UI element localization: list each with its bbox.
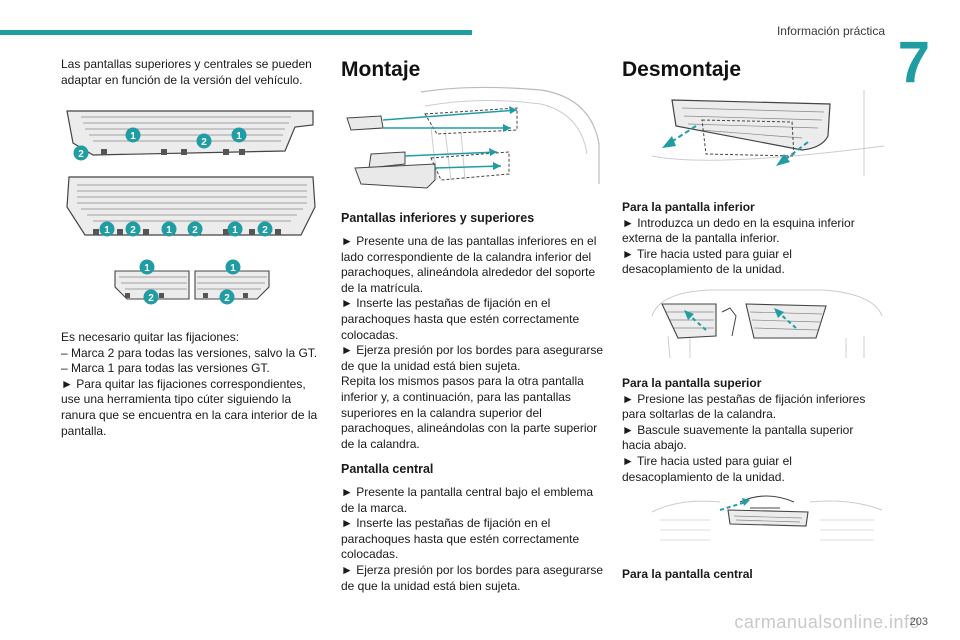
marker-1: 1 xyxy=(236,131,242,142)
instruction-line: ► Para quitar las fijaciones correspondi… xyxy=(61,376,318,438)
heading-desmontaje: Desmontaje xyxy=(622,58,742,81)
instruction-line: ► Presente una de las pantallas inferior… xyxy=(341,234,597,295)
header-accent-bar xyxy=(0,30,472,35)
marker-2: 2 xyxy=(224,293,230,304)
mounting-illustration xyxy=(341,84,603,194)
upper-screen-removal-text: Para la pantalla superior ► Presione las… xyxy=(622,376,884,485)
marker-1: 1 xyxy=(104,225,110,236)
instruction-line: ► Ejerza presión por los bordes para ase… xyxy=(341,562,604,593)
page-number: 203 xyxy=(909,616,928,628)
instruction-line: – Marca 2 para todas las versiones, salv… xyxy=(61,345,318,360)
instruction-line: – Marca 1 para todas las versiones GT. xyxy=(61,361,270,376)
section-title: Información práctica xyxy=(776,24,885,38)
central-screen-removal-illustration xyxy=(650,490,884,556)
watermark: carmanualsonline.info xyxy=(734,612,920,632)
marker-1: 1 xyxy=(230,263,236,274)
instruction-line: ► Presione las pestañas de fijación infe… xyxy=(622,391,866,422)
instruction-line: ► Introduzca un dedo en la esquina infer… xyxy=(622,215,855,246)
chapter-number: 7 xyxy=(897,30,930,95)
marker-2: 2 xyxy=(262,225,268,236)
instruction-line: Repita los mismos pasos para la otra pan… xyxy=(341,374,598,451)
marker-2: 2 xyxy=(192,225,198,236)
lower-screen-removal-text: Para la pantalla inferior ► Introduzca u… xyxy=(622,200,884,278)
marker-2: 2 xyxy=(148,293,154,304)
marker-2: 2 xyxy=(130,225,136,236)
central-screen-removal-text: Para la pantalla central xyxy=(622,567,884,583)
marker-2: 2 xyxy=(78,149,84,160)
subheading-lower-upper-screens: Pantallas inferiores y superiores xyxy=(341,211,535,225)
lower-upper-screens-text: ► Presente una de las pantallas inferior… xyxy=(341,234,603,452)
marker-1: 1 xyxy=(144,263,150,274)
intro-text: Las pantallas superiores y centrales se … xyxy=(61,57,312,87)
fixation-illustration: 1 2 1 2 1 2 1 2 1 2 1 1 2 2 xyxy=(63,103,321,308)
instruction-line: ► Tire hacia usted para guiar el desacop… xyxy=(622,453,792,484)
instruction-line: Es necesario quitar las fijaciones: xyxy=(61,330,240,344)
step-label: Para la pantalla inferior xyxy=(622,200,755,214)
instruction-line: ► Presente la pantalla central bajo el e… xyxy=(341,485,594,515)
instruction-line: ► Tire hacia usted para guiar el desacop… xyxy=(622,246,792,277)
instruction-line: ► Ejerza presión por los bordes para ase… xyxy=(341,343,604,373)
instruction-line: ► Inserte las pestañas de fijación en el… xyxy=(341,296,580,342)
subheading-central-screen: Pantalla central xyxy=(341,462,434,476)
step-label: Para la pantalla central xyxy=(622,567,753,581)
marker-1: 1 xyxy=(166,225,172,236)
removal-instructions: Es necesario quitar las fijaciones: – Ma… xyxy=(61,330,323,439)
marker-1: 1 xyxy=(232,225,238,236)
central-screen-text: ► Presente la pantalla central bajo el e… xyxy=(341,485,603,594)
marker-1: 1 xyxy=(130,131,136,142)
lower-screen-removal-illustration xyxy=(652,86,884,178)
instruction-line: ► Bascule suavemente la pantalla superio… xyxy=(622,422,854,453)
instruction-line: ► Inserte las pestañas de fijación en el… xyxy=(341,516,580,562)
upper-screen-removal-illustration xyxy=(650,286,884,360)
marker-2: 2 xyxy=(201,137,207,148)
step-label: Para la pantalla superior xyxy=(622,376,762,390)
heading-montaje: Montaje xyxy=(341,58,421,81)
